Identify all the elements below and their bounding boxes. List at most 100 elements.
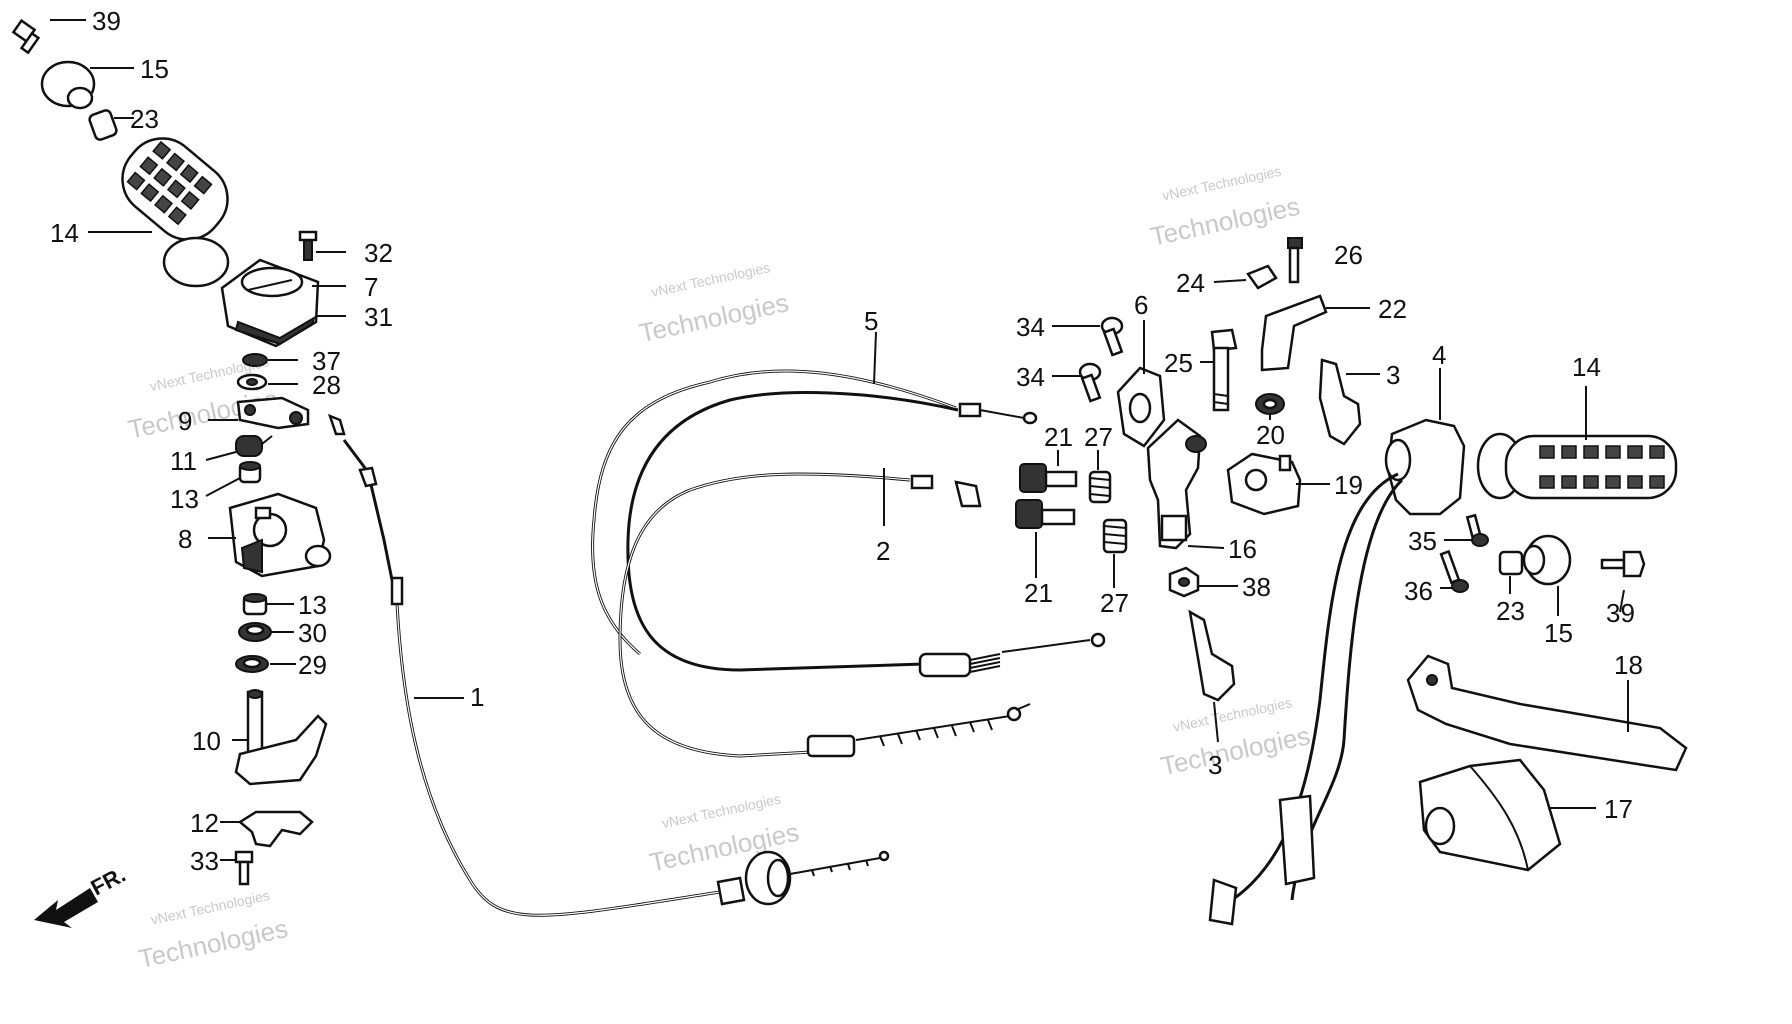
callout-number: 18 [1614, 650, 1643, 680]
callout-number: 30 [298, 618, 327, 648]
part-throttle-cable-1 [327, 413, 890, 917]
callout-number: 36 [1404, 576, 1433, 606]
part-bolt-33 [234, 850, 254, 886]
watermark-group: vNext Technologies Technologies vNext Te… [125, 163, 1312, 974]
part-clamp-12 [237, 810, 314, 848]
callout-number: 19 [1334, 470, 1363, 500]
part-throttle-housing-8 [228, 492, 332, 578]
callout-number: 8 [178, 524, 192, 554]
callout-number: 39 [92, 6, 121, 36]
part-throttle-grip-14 [121, 137, 230, 288]
part-bushing-13 [238, 461, 262, 484]
callout-number: 27 [1100, 588, 1129, 618]
part-plate-24 [1246, 264, 1278, 290]
callout-number: 27 [1084, 422, 1113, 452]
callout-number: 15 [1544, 618, 1573, 648]
callout-number: 17 [1604, 794, 1633, 824]
part-collar-23 [88, 109, 118, 141]
part-clutch-switch-19 [1226, 452, 1302, 516]
callout-number: 4 [1432, 340, 1446, 370]
callout-number: 12 [190, 808, 219, 838]
part-bar-end-weight-15 [40, 60, 96, 110]
part-nut-38 [1168, 566, 1200, 598]
callout-number: 23 [130, 104, 159, 134]
callout-number: 20 [1256, 420, 1285, 450]
callout-number: 5 [864, 306, 878, 336]
part-throttle-arm-9 [236, 396, 310, 430]
callout-number: 33 [190, 846, 219, 876]
part-bracket-22 [1260, 294, 1328, 372]
callout-number: 37 [312, 346, 341, 376]
part-brake-lever-18 [1406, 654, 1688, 772]
part-lever-bracket-16 [1146, 418, 1207, 550]
callout-number: 34 [1016, 362, 1045, 392]
part-adjuster-21-upper [1019, 463, 1078, 493]
callout-number: 35 [1408, 526, 1437, 556]
callout-number: 15 [140, 54, 169, 84]
part-cable-2 [618, 472, 1031, 758]
part-screw-32 [298, 230, 318, 261]
part-screw-36 [1439, 549, 1469, 593]
callout-number: 31 [364, 302, 393, 332]
callout-number: 6 [1134, 290, 1148, 320]
part-switch-housing-4 [1208, 418, 1466, 926]
callout-number: 13 [170, 484, 199, 514]
part-washer-29 [235, 655, 269, 673]
part-washer-37 [242, 353, 268, 367]
part-clip-20 [1255, 393, 1285, 415]
callout-number: 25 [1164, 348, 1193, 378]
part-bolt-39 [11, 18, 41, 55]
part-seal-30 [238, 622, 272, 642]
part-switch-boot-3-lower [1188, 609, 1236, 702]
part-bolt-39-right [1600, 550, 1646, 578]
callout-number: 14 [1572, 352, 1601, 382]
part-bolt-25 [1210, 328, 1238, 412]
part-switch-boot-3-upper [1318, 358, 1362, 446]
front-direction-arrow: FR. [34, 862, 130, 928]
part-screw-26 [1287, 237, 1303, 284]
part-screw-34-upper [1100, 316, 1124, 357]
callout-number: 23 [1496, 596, 1525, 626]
part-throttle-cover-7 [220, 258, 320, 348]
part-washer-28 [236, 373, 268, 391]
callout-number: 39 [1606, 598, 1635, 628]
part-lever-cover-17 [1418, 758, 1562, 872]
callout-number: 3 [1386, 360, 1400, 390]
part-screw-34-lower [1078, 362, 1102, 403]
part-shaft-bracket-10 [234, 689, 328, 786]
callout-number: 34 [1016, 312, 1045, 342]
part-nut-27-lower [1102, 518, 1128, 554]
callout-number: 21 [1024, 578, 1053, 608]
callout-number: 38 [1242, 572, 1271, 602]
part-screw-35 [1465, 513, 1489, 547]
callout-number: 29 [298, 650, 327, 680]
callout-numbers: 39 15 23 14 32 7 31 37 28 9 11 13 8 13 3… [50, 6, 1643, 876]
callout-number: 7 [364, 272, 378, 302]
part-spring-11 [235, 435, 273, 457]
callout-number: 26 [1334, 240, 1363, 270]
callout-number: 22 [1378, 294, 1407, 324]
callout-number: 9 [178, 406, 192, 436]
part-clamp-6 [1116, 366, 1166, 448]
callout-number: 2 [876, 536, 890, 566]
callout-number: 3 [1208, 750, 1222, 780]
callout-number: 11 [170, 446, 197, 476]
callout-number: 21 [1044, 422, 1073, 452]
callout-number: 16 [1228, 534, 1257, 564]
callout-number: 32 [364, 238, 393, 268]
part-adjuster-21-lower [1015, 499, 1076, 529]
callout-number: 28 [312, 370, 341, 400]
callout-number: 13 [298, 590, 327, 620]
callout-number: 10 [192, 726, 221, 756]
part-collar-23-right [1498, 550, 1524, 576]
callout-number: 14 [50, 218, 79, 248]
callout-leaders [50, 19, 1629, 861]
part-bar-end-weight-15-right [1522, 534, 1572, 586]
callout-number: 24 [1176, 268, 1205, 298]
part-cable-5 [591, 369, 1106, 678]
part-bushing-13-lower [242, 593, 268, 616]
callout-number: 1 [470, 682, 484, 712]
part-grip-14-right [1476, 432, 1678, 500]
